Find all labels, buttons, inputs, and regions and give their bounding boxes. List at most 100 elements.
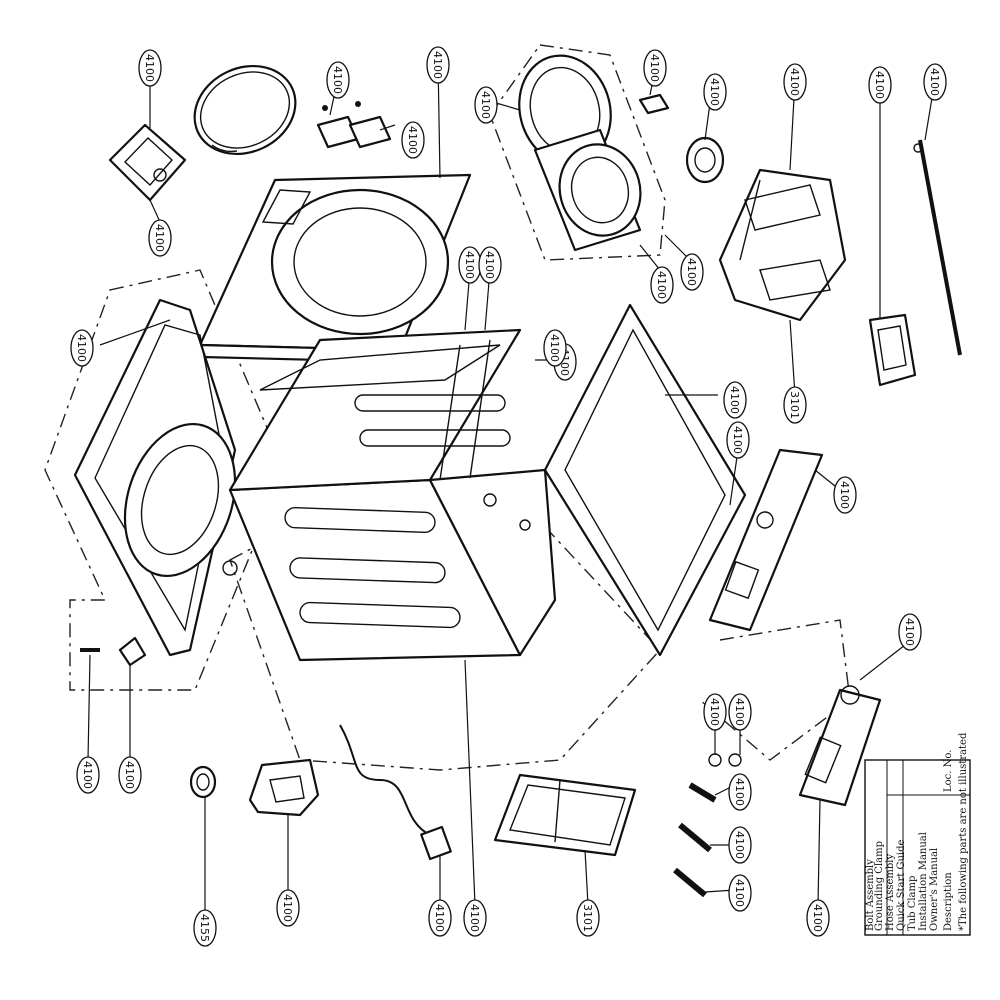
- callout-c10: 4100: [868, 66, 892, 104]
- hinge-screws: [80, 636, 147, 667]
- wire-harness: [913, 139, 962, 356]
- svg-text:4100: 4100: [873, 71, 886, 99]
- svg-text:3101: 3101: [788, 391, 801, 419]
- tub-drum: [518, 54, 642, 252]
- top-plate: [198, 173, 472, 364]
- svg-text:4100: 4100: [483, 251, 496, 279]
- motor-assembly: [638, 93, 725, 184]
- callout-c21: 3101: [783, 386, 807, 424]
- power-cord: [339, 724, 452, 861]
- svg-text:4100: 4100: [655, 271, 668, 299]
- svg-text:4100: 4100: [468, 904, 481, 932]
- svg-text:4100: 4100: [153, 224, 166, 252]
- svg-text:4100: 4100: [463, 251, 476, 279]
- leveling-feet: [673, 753, 742, 898]
- svg-text:4100: 4100: [731, 426, 744, 454]
- drain-pump: [248, 758, 320, 817]
- svg-text:4100: 4100: [903, 618, 916, 646]
- svg-text:4100: 4100: [928, 68, 941, 96]
- callout-c2: 4100: [148, 219, 172, 257]
- callout-c15: 4100: [478, 246, 502, 284]
- notes-row-2: Installation Manual: [918, 832, 929, 931]
- callout-c29: 4100: [463, 899, 487, 937]
- notes-row-6: Grounding Clamp: [874, 841, 885, 931]
- svg-text:3101: 3101: [581, 904, 594, 932]
- back-panel: [543, 303, 747, 657]
- cabinet-lower-outline: [229, 479, 661, 771]
- svg-text:4100: 4100: [811, 904, 824, 932]
- callout-c8: 4100: [703, 73, 727, 111]
- notes-col-description: Description: [943, 872, 954, 931]
- callout-c5: 4100: [426, 46, 450, 84]
- callouts: 4100 4100 4100 4100 4100 4100 4100 4100 …: [70, 46, 947, 947]
- notes-row-5: Hose Assembly: [885, 854, 896, 931]
- svg-text:4100: 4100: [838, 481, 851, 509]
- svg-text:4100: 4100: [431, 51, 444, 79]
- svg-text:4100: 4100: [331, 66, 344, 94]
- detergent-box: [108, 123, 187, 202]
- callout-c11: 4100: [923, 63, 947, 101]
- notes-row-4: Quick Start Guide: [896, 839, 907, 931]
- hinge-brackets: [316, 101, 392, 149]
- callout-c35: 4100: [543, 329, 567, 367]
- callout-c7: 4100: [643, 49, 667, 87]
- callout-c16: 4100: [70, 329, 94, 367]
- callout-c1: 4100: [138, 49, 162, 87]
- svg-text:4100: 4100: [479, 91, 492, 119]
- callout-c26: 4100: [728, 826, 752, 864]
- svg-text:4100: 4100: [548, 334, 561, 362]
- svg-text:4100: 4100: [143, 54, 156, 82]
- svg-text:4100: 4100: [733, 831, 746, 859]
- svg-text:4100: 4100: [728, 386, 741, 414]
- cabinet-body: [228, 328, 557, 662]
- svg-text:4100: 4100: [433, 904, 446, 932]
- callout-c14: 4100: [458, 246, 482, 284]
- callout-c24: 4100: [728, 693, 752, 731]
- svg-text:4100: 4100: [406, 126, 419, 154]
- callout-c33: 4100: [76, 756, 100, 794]
- door-group-outline: [44, 269, 286, 691]
- callout-c12: 4100: [650, 266, 674, 304]
- svg-text:4100: 4100: [733, 778, 746, 806]
- callout-c25: 4100: [728, 773, 752, 811]
- display-pcb: [798, 685, 882, 807]
- control-panel: [708, 448, 824, 632]
- callout-c13: 4100: [680, 253, 704, 291]
- callout-c6: 4100: [474, 86, 498, 124]
- notes-heading: *The following parts are not illustrated: [958, 732, 969, 931]
- sensor-module: [868, 313, 917, 387]
- svg-text:4100: 4100: [788, 68, 801, 96]
- svg-text:4100: 4100: [708, 78, 721, 106]
- callout-c28: 4100: [806, 899, 830, 937]
- svg-text:4100: 4100: [685, 258, 698, 286]
- callout-c31: 4100: [276, 889, 300, 927]
- bushing: [189, 765, 217, 799]
- notes-table: *The following parts are not illustrated…: [864, 732, 971, 936]
- svg-text:4100: 4100: [75, 334, 88, 362]
- callout-c9: 4100: [783, 63, 807, 101]
- callout-c34: 4100: [118, 756, 142, 794]
- door-gasket: [193, 64, 297, 156]
- callout-c20: 4100: [833, 476, 857, 514]
- callout-c4: 4100: [401, 121, 425, 159]
- notes-row-3: Tub Clamp: [907, 876, 918, 931]
- svg-text:4100: 4100: [733, 879, 746, 907]
- callout-c32: 4155: [193, 909, 217, 947]
- svg-text:4100: 4100: [708, 698, 721, 726]
- svg-text:4155: 4155: [198, 914, 211, 942]
- svg-text:4100: 4100: [733, 698, 746, 726]
- callout-c23: 4100: [703, 693, 727, 731]
- door-assembly: [73, 298, 238, 657]
- svg-text:4100: 4100: [123, 761, 136, 789]
- main-pcb: [718, 168, 847, 322]
- svg-text:4100: 4100: [281, 894, 294, 922]
- callout-c18: 4100: [723, 381, 747, 419]
- callout-c22: 4100: [898, 613, 922, 651]
- callout-c30: 4100: [428, 899, 452, 937]
- callout-c36: 3101: [576, 899, 600, 937]
- notes-col-loc: Loc. No.: [943, 750, 954, 792]
- callout-c19: 4100: [726, 421, 750, 459]
- notes-row-1: Owner's Manual: [929, 848, 940, 931]
- notes-row-7: Bolt Assembly: [865, 859, 876, 931]
